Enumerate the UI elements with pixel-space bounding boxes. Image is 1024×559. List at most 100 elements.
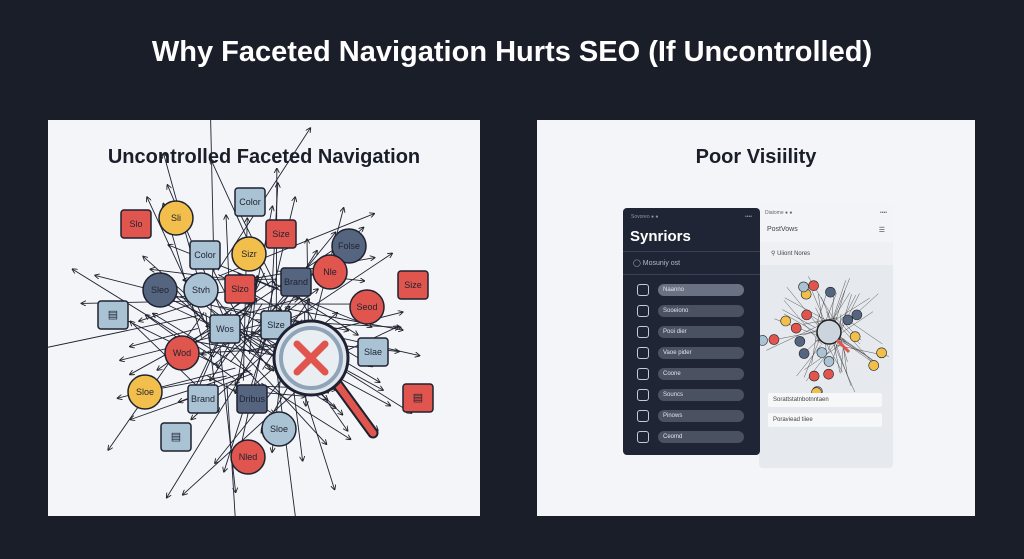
facet-label: Folse xyxy=(338,241,360,251)
sidebar-brand: Synriors xyxy=(623,226,760,252)
mini-node xyxy=(794,336,806,347)
facet-label: Nled xyxy=(239,452,258,462)
facet-node: Slae xyxy=(357,337,389,367)
mini-link xyxy=(816,295,827,324)
mini-node xyxy=(851,309,863,321)
facet-label: Nle xyxy=(323,267,337,277)
mini-link xyxy=(835,332,878,364)
facet-node: ▤ xyxy=(160,422,192,452)
left-panel-title: Uncontrolled Faceted Navigation xyxy=(107,146,421,168)
sidebar-item[interactable]: Vaoe pider xyxy=(623,342,760,363)
dark-dots: •••• xyxy=(744,214,752,220)
sidebar-item[interactable]: Sooeiono xyxy=(623,300,760,321)
sidebar-search[interactable]: ◯ Mosuniy ost xyxy=(623,252,760,275)
light-search[interactable]: ⚲ Uiiont Nores xyxy=(759,242,893,265)
facet-label: Color xyxy=(239,197,261,207)
mini-link xyxy=(812,291,825,321)
mini-node xyxy=(759,335,768,346)
sidebar-item-icon xyxy=(637,430,649,443)
sidebar-item-icon xyxy=(637,325,649,338)
mini-node xyxy=(798,281,809,293)
basket-icon: ▤ xyxy=(171,431,181,443)
sidebar-item[interactable]: Naanno xyxy=(623,279,760,300)
facet-node: Brand xyxy=(280,267,312,297)
sidebar-item-label: Pinows xyxy=(658,409,744,422)
facet-node: Sloe xyxy=(127,374,163,410)
sidebar-item-icon xyxy=(637,367,649,380)
basket-icon: ▤ xyxy=(413,392,423,404)
facet-label: Slae xyxy=(364,347,382,357)
facet-node: Sizr xyxy=(231,236,267,272)
sidebar-item-label: Coone xyxy=(658,367,744,380)
facet-label: Slo xyxy=(129,219,142,229)
mini-node xyxy=(842,314,854,326)
sidebar-item-label: Naanno xyxy=(658,283,744,296)
facet-label: Sloe xyxy=(136,387,154,397)
mini-link xyxy=(782,309,815,328)
sidebar-item-icon xyxy=(637,283,649,296)
mini-node xyxy=(780,315,791,327)
facet-node: Color xyxy=(189,240,221,270)
sidebar-item-icon xyxy=(637,346,649,359)
link-arrow xyxy=(237,272,372,327)
magnifier-x-icon xyxy=(272,319,379,439)
mini-node xyxy=(790,322,802,334)
page-title: Why Faceted Navigation Hurts SEO (If Unc… xyxy=(151,36,873,68)
mini-node xyxy=(868,360,880,371)
mini-node xyxy=(808,370,820,382)
facet-node: Wos xyxy=(209,314,241,344)
facet-node: Sli xyxy=(158,200,194,236)
facet-node: Nle xyxy=(312,254,348,290)
facet-node: Dribus xyxy=(236,384,268,414)
facet-node: Size xyxy=(397,270,429,300)
mini-node xyxy=(823,368,834,380)
link-arrow xyxy=(183,383,305,495)
sidebar-item-label: Ceomd xyxy=(658,430,744,443)
mini-link xyxy=(783,300,823,346)
mini-node xyxy=(825,286,836,298)
link-arrow xyxy=(48,313,205,348)
sidebar-window: Sovoreo ● ●•••• Synriors ◯ Mosuniy ost N… xyxy=(623,208,760,455)
right-panel-title: Poor Visiility xyxy=(695,146,817,168)
facet-node: Sloe xyxy=(261,411,297,447)
sidebar-item[interactable]: Coone xyxy=(623,363,760,384)
menu-icon[interactable]: ☰ xyxy=(878,227,885,234)
facet-label: Seod xyxy=(356,302,377,312)
sidebar-item[interactable]: Souncs xyxy=(623,384,760,405)
facet-node: Slo xyxy=(120,209,152,239)
facet-node: Size xyxy=(265,219,297,249)
mini-link xyxy=(786,287,819,327)
result-row[interactable]: Sorattstatnbotnntaen xyxy=(768,393,882,407)
sidebar-item[interactable]: Ceomd xyxy=(623,426,760,447)
mini-node xyxy=(798,348,810,359)
mini-magnifier-handle xyxy=(835,338,851,354)
facet-label: Brand xyxy=(284,277,308,287)
mini-network-icon xyxy=(759,276,889,398)
facet-node: Wod xyxy=(164,335,200,371)
light-status: Diatome ● ● xyxy=(765,210,793,216)
mini-link xyxy=(833,343,841,373)
facet-node: Folse xyxy=(331,228,367,264)
link-arrow xyxy=(284,307,403,330)
facet-node: ▤ xyxy=(97,300,129,330)
mini-link xyxy=(766,326,818,351)
facet-label: Sli xyxy=(171,213,181,223)
result-row[interactable]: Poraviead tiiee xyxy=(768,413,882,427)
facet-label: Size xyxy=(272,229,290,239)
poor-visibility-panel: Poor Visiility Diatome ● ● •••• PostVows ☰… xyxy=(537,120,975,516)
facet-label: Sloe xyxy=(270,424,288,434)
facet-node: Seod xyxy=(349,289,385,325)
sidebar-item[interactable]: Pinows xyxy=(623,405,760,426)
light-header: PostVows xyxy=(767,226,798,233)
facet-node: Color xyxy=(234,187,266,217)
mini-node xyxy=(823,356,835,367)
sidebar-item-icon xyxy=(637,304,649,317)
sidebar-item[interactable]: Pooi dier xyxy=(623,321,760,342)
sidebar-item-icon xyxy=(637,409,649,422)
mini-link xyxy=(784,297,827,321)
basket-icon: ▤ xyxy=(108,309,118,321)
link-arrow xyxy=(277,253,392,331)
facet-label: Slze xyxy=(267,320,285,330)
